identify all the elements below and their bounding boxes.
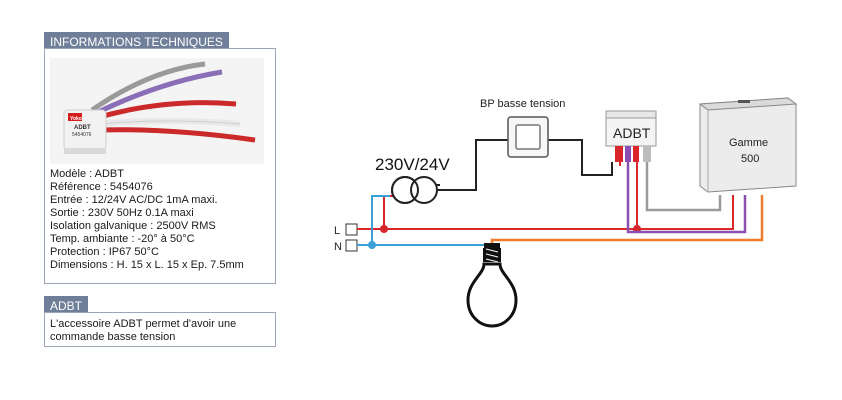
- l-label: L: [334, 225, 340, 237]
- product-photo: [50, 58, 264, 164]
- gamme-label-line1: Gamme: [729, 137, 768, 149]
- adbt-module-icon: [605, 110, 657, 162]
- spec-input: Entrée : 12/24V AC/DC 1mA maxi.: [50, 194, 218, 206]
- gamme-box-icon: [698, 97, 798, 193]
- wire-orange: [490, 195, 764, 245]
- spec-isolation: Isolation galvanique : 2500V RMS: [50, 220, 216, 232]
- spec-model: Modèle : ADBT: [50, 168, 124, 180]
- adbt-header: ADBT: [44, 296, 89, 315]
- wire-neutral: [357, 195, 490, 246]
- info-header: INFORMATIONS TECHNIQUES: [44, 32, 229, 51]
- spec-reference: Référence : 5454076: [50, 181, 153, 193]
- photo-badge-ref: 5454076: [72, 132, 92, 138]
- adbt-label: ADBT: [613, 125, 651, 141]
- wire-purple: [626, 162, 747, 234]
- spec-protection: Protection : IP67 50°C: [50, 246, 159, 258]
- spec-list: Modèle : ADBT Référence : 5454076 Entrée…: [50, 168, 244, 272]
- junction-live-left: [380, 225, 388, 233]
- wire-gray: [645, 162, 722, 212]
- gamme-label-line2: 500: [741, 153, 759, 165]
- photo-badge-brand: Yoko: [70, 116, 82, 122]
- adbt-panel: [44, 312, 276, 347]
- bp-label: BP basse tension: [480, 98, 565, 110]
- terminal-l: [345, 223, 358, 236]
- push-button-icon: [507, 116, 549, 158]
- voltage-label: 230V/24V: [375, 155, 450, 174]
- light-bulb-icon: [466, 243, 518, 328]
- photo-badge-model: ADBT: [74, 125, 91, 131]
- junction-neutral: [368, 241, 376, 249]
- terminal-n: [345, 239, 358, 252]
- n-label: N: [334, 241, 342, 253]
- spec-temperature: Temp. ambiante : -20° à 50°C: [50, 233, 195, 245]
- adbt-description: L'accessoire ADBT permet d'avoir une com…: [50, 318, 237, 343]
- spec-output: Sortie : 230V 50Hz 0.1A maxi: [50, 207, 194, 219]
- transformer-icon: [391, 176, 438, 204]
- spec-dimensions: Dimensions : H. 15 x L. 15 x Ep. 7.5mm: [50, 259, 244, 271]
